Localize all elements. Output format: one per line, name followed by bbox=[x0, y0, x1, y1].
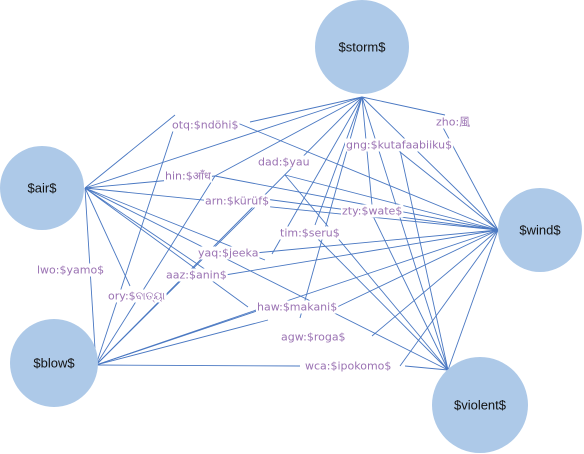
edge-wind-g bbox=[224, 229, 499, 276]
node-label-air: $air$ bbox=[28, 181, 58, 196]
edge-label-backdrop bbox=[165, 268, 228, 282]
edge-storm-b bbox=[249, 96, 363, 123]
edge-label-backdrop bbox=[279, 226, 341, 240]
node-storm: $storm$ bbox=[315, 0, 409, 94]
edge-air-wind bbox=[84, 187, 499, 231]
edge-air-a bbox=[84, 187, 131, 287]
edge-blow-e bbox=[95, 364, 301, 367]
edge-label-dad: dad:$yau bbox=[258, 156, 310, 169]
edge-wind-h bbox=[334, 229, 499, 309]
edge-label-backdrop bbox=[256, 300, 339, 314]
edge-wind-a bbox=[234, 121, 499, 231]
edge-label-haw: haw:$makani$ bbox=[257, 301, 337, 314]
edge-label-tim: tim:$seru$ bbox=[280, 227, 340, 240]
edge-label-backdrop bbox=[171, 118, 240, 132]
edge-wind-j bbox=[399, 229, 499, 367]
edge-violent-e bbox=[404, 365, 449, 371]
edge-label-backdrop bbox=[341, 204, 404, 218]
edge-air-f bbox=[84, 114, 176, 189]
edge-blow-f bbox=[95, 319, 269, 366]
node-violent: $violent$ bbox=[432, 357, 528, 453]
node-air: $air$ bbox=[0, 146, 84, 230]
edge-storm-a bbox=[214, 96, 363, 177]
edge-label-agw: agw:$roga$ bbox=[281, 331, 346, 344]
edge-label-backdrop bbox=[197, 246, 260, 260]
edge-label-hin: hin:$आँध bbox=[165, 170, 211, 183]
edge-label-gng: gng:$kutafaabiiku$ bbox=[346, 139, 452, 152]
edge-blow-d bbox=[95, 306, 266, 366]
edge-label-backdrop bbox=[280, 330, 347, 344]
edge-wind-f bbox=[254, 229, 499, 254]
edge-label-backdrop bbox=[164, 169, 212, 183]
edge-violent-d bbox=[399, 149, 449, 371]
edge-label-backdrop bbox=[107, 289, 167, 303]
edge-labels: otq:$ndöhi$ zho:風 gng:$kutafaabiiku$ dad… bbox=[36, 115, 472, 373]
edge-label-ory: ory:$ବାତ୍ୟା bbox=[108, 290, 166, 303]
edge-label-backdrop bbox=[435, 115, 472, 129]
node-label-violent: $violent$ bbox=[454, 398, 507, 413]
edge-label-arn: arn:$kürüf$ bbox=[205, 195, 269, 208]
edge-label-zty: zty:$wate$ bbox=[342, 205, 402, 218]
edge-label-backdrop bbox=[257, 155, 311, 169]
edge-label-aaz: aaz:$anin$ bbox=[166, 269, 227, 282]
edge-air-b bbox=[84, 187, 216, 277]
edge-blow-a bbox=[95, 124, 176, 366]
edge-wind-blow bbox=[95, 229, 499, 366]
node-label-blow: $blow$ bbox=[33, 356, 75, 371]
node-wind: $wind$ bbox=[498, 188, 582, 272]
edge-label-otq: otq:$ndöhi$ bbox=[172, 119, 238, 132]
edge-wind-i bbox=[371, 229, 499, 337]
edge-blow-c bbox=[95, 201, 261, 366]
edge-wind-violent bbox=[447, 229, 499, 371]
edge-storm-g bbox=[361, 96, 446, 116]
edge-label-yaq: yaq:$jeeka bbox=[198, 247, 258, 260]
node-label-wind: $wind$ bbox=[519, 223, 561, 238]
edge-label-zho: zho:風 bbox=[436, 116, 470, 129]
edge-storm-e bbox=[314, 96, 363, 226]
edge-label-lwo: lwo:$yamo$ bbox=[37, 264, 104, 277]
edge-air-violent bbox=[84, 187, 449, 371]
edge-air-c bbox=[84, 187, 249, 308]
edge-wind-e bbox=[384, 139, 499, 231]
edge-wind-d bbox=[284, 174, 499, 231]
node-label-storm: $storm$ bbox=[339, 40, 387, 55]
edge-air-storm bbox=[84, 96, 363, 189]
edge-label-backdrop bbox=[304, 359, 393, 373]
edge-violent-a bbox=[284, 174, 449, 371]
edge-blow-b bbox=[95, 175, 216, 366]
edge-label-backdrop bbox=[36, 263, 106, 277]
edge-label-backdrop bbox=[345, 138, 454, 152]
edge-violent-b bbox=[314, 235, 449, 371]
edge-wind-b bbox=[214, 175, 499, 231]
edge-label-backdrop bbox=[204, 194, 271, 208]
edge-storm-wind bbox=[361, 96, 499, 231]
node-blow: $blow$ bbox=[10, 319, 98, 407]
edge-violent-c bbox=[371, 213, 449, 371]
edge-label-wca: wca:$ipokomo$ bbox=[305, 360, 391, 373]
